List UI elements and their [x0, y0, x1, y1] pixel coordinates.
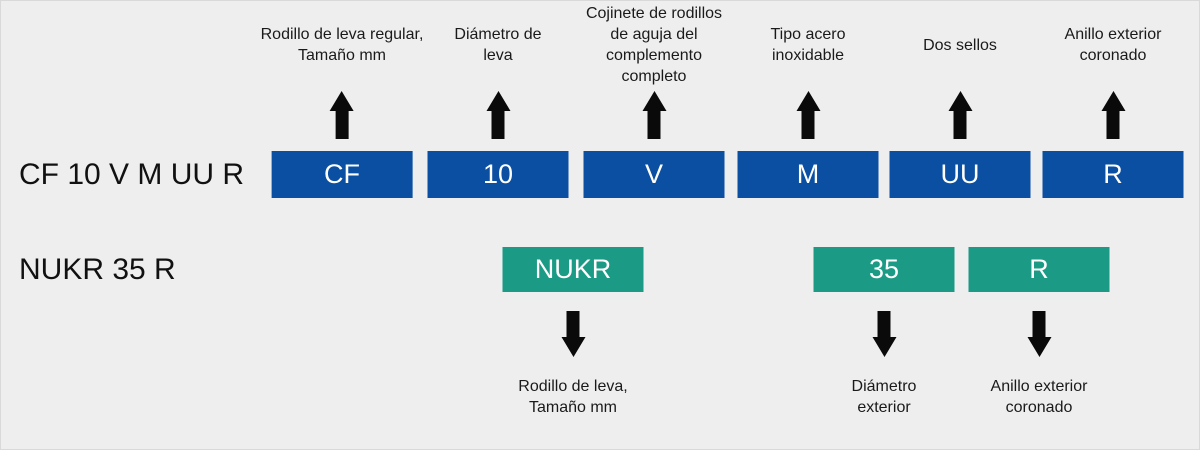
cf-segment-column: Cojinete de rodillos de aguja del comple…: [583, 1, 725, 198]
nukr-part-number-heading: NUKR 35 R: [19, 252, 176, 286]
arrow-up-icon: [486, 91, 510, 139]
arrow-head: [561, 337, 585, 357]
arrow-down-icon: [561, 311, 585, 357]
segment-code-box: M: [737, 151, 879, 198]
arrow-up-icon: [948, 91, 972, 139]
arrow-stem: [877, 311, 891, 337]
segment-code-box: 35: [813, 247, 955, 292]
cf-segment-column: Dos sellos UU: [889, 1, 1031, 198]
segment-description: Dos sellos: [923, 36, 997, 54]
cf-part-number-heading: CF 10 V M UU R: [19, 157, 245, 191]
segment-code-box: 10: [427, 151, 569, 198]
arrow-head: [948, 91, 972, 111]
segment-code-box: UU: [889, 151, 1031, 198]
arrow-head: [486, 91, 510, 111]
arrow-stem: [953, 111, 967, 139]
segment-description: Anillo exterior coronado: [1064, 26, 1162, 64]
cf-segment-column: Tipo acero inoxidable M: [737, 1, 879, 198]
arrow-up-icon: [796, 91, 820, 139]
arrow-head: [329, 91, 354, 111]
nukr-segment-column: NUKR Rodillo de leva, Tamaño mm: [502, 247, 644, 419]
segment-description: Rodillo de leva, Tamaño mm: [518, 378, 628, 416]
segment-description: Diámetro de leva: [454, 26, 542, 64]
segment-code-box: R: [968, 247, 1110, 292]
arrow-stem: [335, 111, 349, 139]
arrow-up-icon: [1101, 91, 1125, 139]
arrow-up-icon: [642, 91, 666, 139]
cf-segment-column: Anillo exterior coronado R: [1042, 1, 1184, 198]
segment-code-box: NUKR: [502, 247, 644, 292]
arrow-head: [642, 91, 666, 111]
segment-description: Anillo exterior coronado: [990, 378, 1088, 416]
cf-segment-column: Rodillo de leva regular, Tamaño mm CF: [260, 1, 424, 198]
segment-description: Diámetro exterior: [851, 378, 917, 416]
arrow-up-icon: [329, 91, 354, 139]
nukr-segment-column: R Anillo exterior coronado: [968, 247, 1110, 419]
arrow-down-icon: [1027, 311, 1051, 357]
arrow-head: [1027, 337, 1051, 357]
arrow-stem: [801, 111, 815, 139]
segment-description: Cojinete de rodillos de aguja del comple…: [585, 5, 723, 85]
arrow-down-icon: [872, 311, 896, 357]
arrow-stem: [1032, 311, 1046, 337]
segment-description: Tipo acero inoxidable: [770, 26, 846, 64]
arrow-stem: [566, 311, 580, 337]
arrow-stem: [647, 111, 661, 139]
segment-code-box: CF: [271, 151, 413, 198]
arrow-stem: [1106, 111, 1120, 139]
nukr-segment-column: 35 Diámetro exterior: [813, 247, 955, 419]
cf-segment-column: Diámetro de leva 10: [427, 1, 569, 198]
arrow-head: [1101, 91, 1125, 111]
arrow-head: [796, 91, 820, 111]
arrow-stem: [491, 111, 505, 139]
segment-description: Rodillo de leva regular, Tamaño mm: [260, 26, 424, 64]
segment-code-box: R: [1042, 151, 1184, 198]
segment-code-box: V: [583, 151, 725, 198]
arrow-head: [872, 337, 896, 357]
